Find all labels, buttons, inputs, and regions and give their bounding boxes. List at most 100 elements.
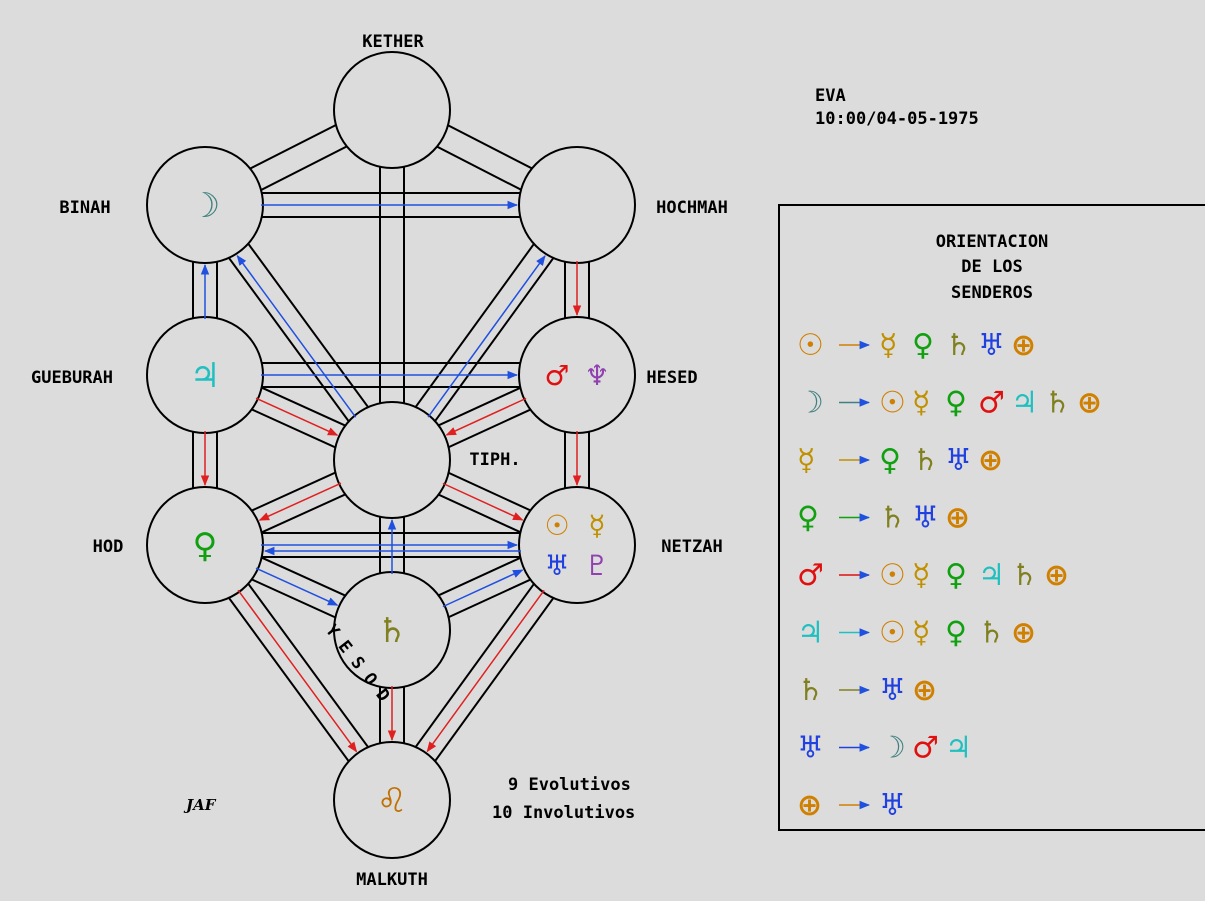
arrow-tiphareth-hochmah [427,255,546,418]
mars-icon: ♂ [797,558,824,593]
leo-icon: ♌ [377,781,407,821]
arrow-netzah-malkuth [426,589,545,753]
venus-icon: ♀ [797,501,819,536]
venus-icon: ♀ [945,616,967,651]
saturn-icon: ♄ [377,611,407,651]
uranus-icon: ♅ [879,673,906,708]
sephiroth-circles: ☽ ♃ ♂ ♆ ♀ ☉ ☿ ♅ ♇ ♄ ♌ [146,51,636,859]
mercury-icon: ☿ [797,443,815,478]
label-kether: KETHER [362,32,424,52]
mercury-icon: ☿ [879,328,897,363]
jupiter-icon: ♃ [797,616,824,651]
venus-icon: ♀ [879,443,901,478]
moon-icon: ☽ [797,386,824,421]
count-involutive: 10 Involutivos [492,803,635,823]
label-hod: HOD [93,537,124,557]
uranus-icon: ♅ [945,443,972,478]
legend-row: ⊕♅ [797,788,906,823]
earth-icon: ⊕ [978,443,1003,478]
saturn-icon: ♄ [912,443,939,478]
saturn-icon: ♄ [1011,558,1038,593]
moon-icon: ☽ [879,731,906,766]
legend-title-line-1: ORIENTACION [936,232,1049,252]
jupiter-icon: ♃ [978,558,1005,593]
saturn-icon: ♄ [945,328,972,363]
venus-icon: ♀ [945,558,967,593]
venus-icon: ♀ [945,386,967,421]
sun-icon: ☉ [879,616,906,651]
arrow-tiphareth-hod [258,482,342,521]
jupiter-icon: ♃ [190,356,220,396]
jupiter-icon: ♃ [945,731,972,766]
arrow-hod-malkuth [237,589,358,753]
mercury-icon: ☿ [588,509,605,542]
pluto-icon: ♇ [584,549,609,582]
uranus-icon: ♅ [879,788,906,823]
label-hesed: HESED [646,368,697,388]
sephira-hochmah [518,146,636,264]
mars-icon: ♂ [544,359,569,392]
signature: JAF [183,796,217,814]
legend-row: ♀ ♄♅⊕ [797,501,970,536]
mercury-icon: ☿ [912,616,930,651]
arrow-gueburah-tiphareth [255,397,339,436]
uranus-icon: ♅ [978,328,1005,363]
mercury-icon: ☿ [912,386,930,421]
legend-box [778,204,1205,831]
sephira-tiphareth [333,401,451,519]
label-binah: BINAH [59,198,110,218]
sephira-malkuth [333,741,451,859]
legend-row: ☿ ♀ ♄♅⊕ [797,443,1003,478]
legend-row: ☉ ☿ ♀ ♄♅⊕ [797,328,1036,363]
venus-icon: ♀ [193,526,218,566]
sun-icon: ☉ [879,386,906,421]
jupiter-icon: ♃ [1011,386,1038,421]
earth-icon: ⊕ [945,501,970,536]
sephira-kether [333,51,451,169]
subject-name: EVA [815,86,846,106]
label-gueburah: GUEBURAH [31,368,113,388]
saturn-icon: ♄ [978,616,1005,651]
arrow-tiphareth-netzah [442,482,524,521]
mercury-icon: ☿ [912,558,930,593]
path-arrows [200,200,582,753]
legend-row: ♅☽♂♃ [797,731,972,766]
legend-row: ♂ ☉☿ ♀ ♃♄⊕ [797,558,1069,593]
earth-icon: ⊕ [1044,558,1069,593]
arrow-hesed-tiphareth [445,397,527,436]
saturn-icon: ♄ [879,501,906,536]
legend-title-line-2: DE LOS [961,257,1022,277]
earth-icon: ⊕ [912,673,937,708]
legend-row: ♄ ♅⊕ [797,673,937,708]
sephira-hesed [518,316,636,434]
mars-icon: ♂ [978,386,1005,421]
sun-icon: ☉ [879,558,906,593]
count-evolutive: 9 Evolutivos [508,775,631,795]
legend-rows: ☉☿♀♄♅⊕☽☉☿♀♂♃♄⊕☿♀♄♅⊕♀♄♅⊕♂☉☿♀♃♄⊕♃☉☿♀♄⊕♄♅⊕♅… [797,328,1102,823]
mars-icon: ♂ [912,731,939,766]
saturn-icon: ♄ [1044,386,1071,421]
saturn-icon: ♄ [797,673,824,708]
label-malkuth: MALKUTH [356,870,428,890]
legend-title-line-3: SENDEROS [951,283,1033,303]
venus-icon: ♀ [912,328,934,363]
earth-icon: ⊕ [1011,328,1036,363]
label-netzah: NETZAH [661,537,722,557]
legend-row: ♃ ☉☿ ♀ ♄⊕ [797,616,1036,651]
uranus-icon: ♅ [544,549,569,582]
earth-icon: ⊕ [797,788,822,823]
label-tiphareth: TIPH. [469,450,520,470]
arrow-yesod-netzah [442,569,524,608]
uranus-icon: ♅ [912,501,939,536]
neptune-icon: ♆ [584,359,609,392]
arrow-hod-yesod [255,567,339,606]
sun-icon: ☉ [544,509,569,542]
moon-icon: ☽ [190,186,220,226]
earth-icon: ⊕ [1011,616,1036,651]
sun-icon: ☉ [797,328,824,363]
earth-icon: ⊕ [1077,386,1102,421]
label-hochmah: HOCHMAH [656,198,728,218]
subject-datetime: 10:00/04-05-1975 [815,109,979,129]
